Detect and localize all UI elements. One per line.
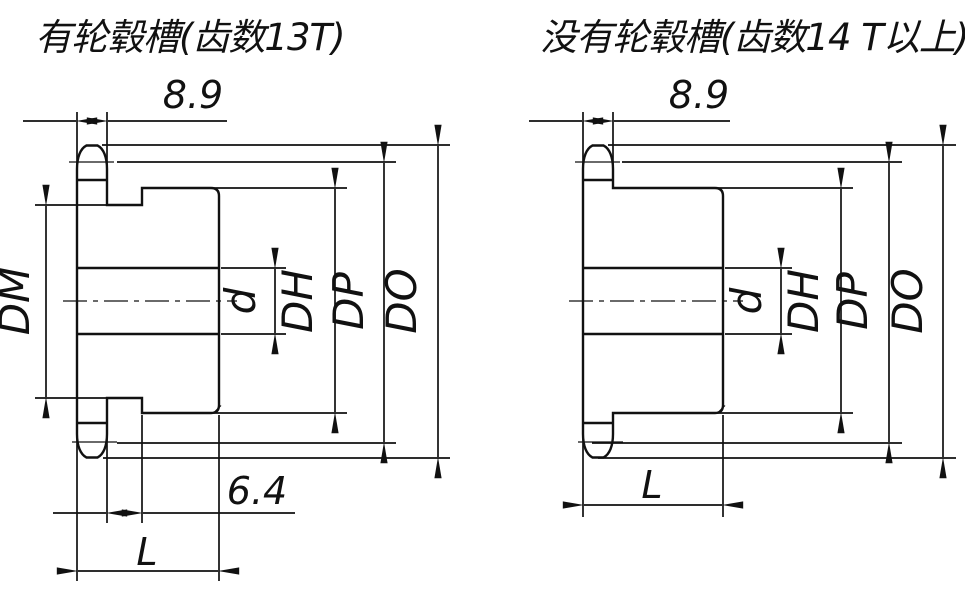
left-dim-label-dp: DP — [324, 271, 373, 329]
right-dim-label-do: DO — [883, 268, 932, 333]
right-pitch-lines — [575, 161, 726, 443]
left-dimension-lines — [23, 117, 442, 575]
left-drawing-title: 有轮毂槽(齿数13T) — [35, 16, 345, 59]
right-dim-label-d: d — [722, 287, 771, 314]
left-dim-label-d: d — [216, 287, 265, 314]
right-dim-label-dh: DH — [779, 269, 828, 333]
left-dim-label-length: L — [136, 530, 157, 574]
left-pitch-lines — [69, 161, 222, 443]
right-extension-lines — [582, 112, 956, 517]
right-sprocket-drawing: 没有轮毂槽(齿数14 T以上) 8.9 L d DH DP DO — [529, 16, 965, 517]
left-extension-lines — [35, 112, 450, 581]
right-drawing-title: 没有轮毂槽(齿数14 T以上) — [540, 16, 965, 59]
left-dim-label-dm: DM — [0, 267, 39, 336]
left-dim-label-dh: DH — [273, 269, 322, 333]
right-dimension-lines — [529, 117, 947, 509]
right-dim-label-length: L — [641, 463, 662, 507]
left-dim-label-tooth-width: 8.9 — [163, 73, 223, 117]
left-sprocket-drawing: 有轮毂槽(齿数13T) 8.9 6.4 L DM d DH DP — [0, 16, 450, 581]
left-dim-label-do: DO — [377, 268, 426, 333]
left-dim-label-groove-width: 6.4 — [227, 469, 287, 513]
right-dim-label-dp: DP — [828, 271, 877, 329]
right-dim-label-tooth-width: 8.9 — [669, 73, 729, 117]
